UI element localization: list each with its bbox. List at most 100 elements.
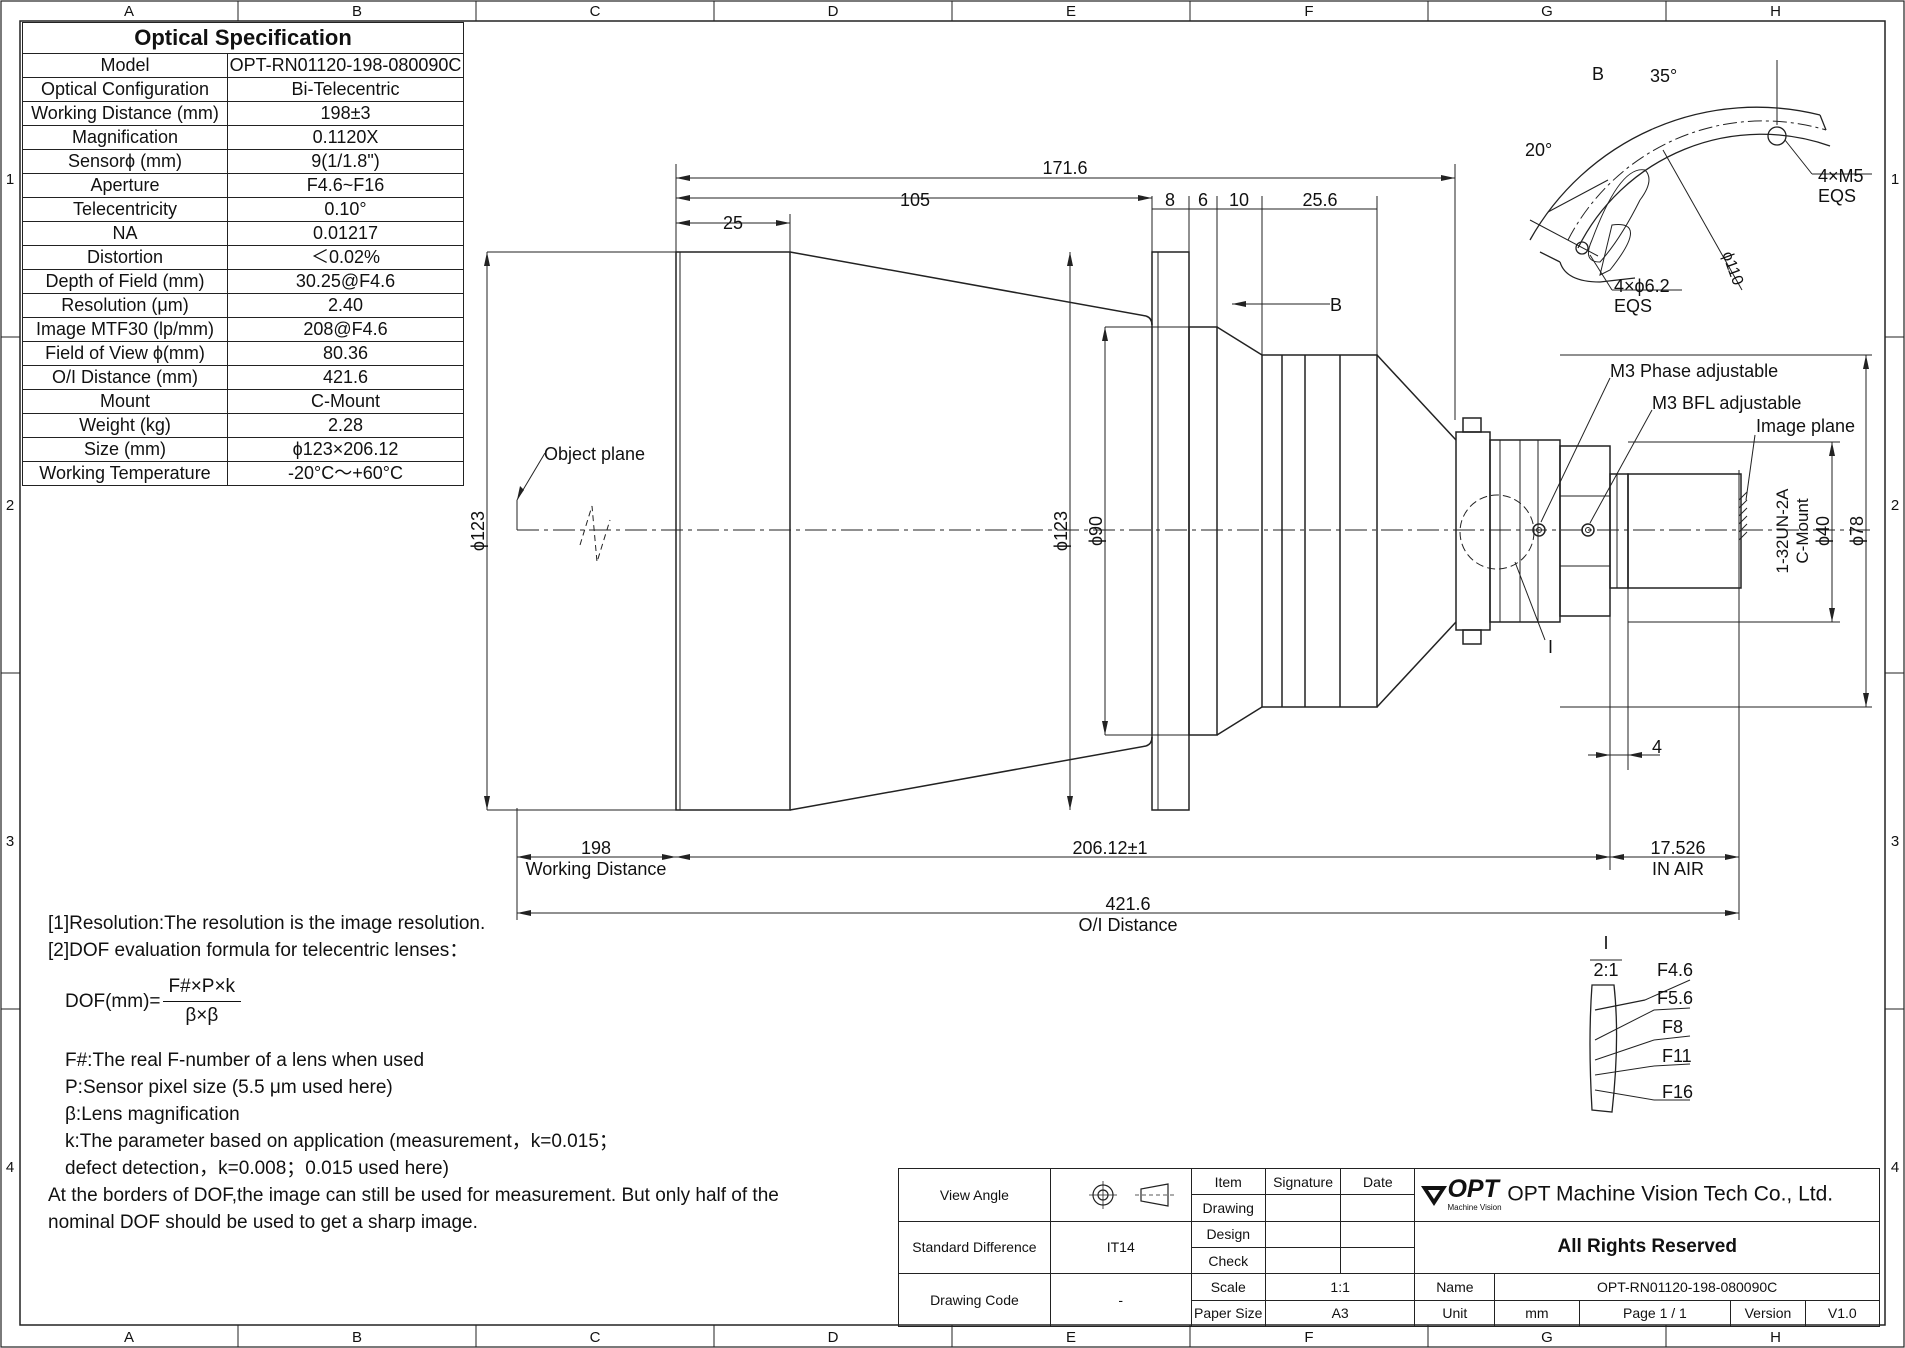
dim-phi123-left: ϕ123 (468, 511, 488, 551)
std-diff-value: IT14 (1049, 1220, 1192, 1275)
spec-value: ＜0.02% (226, 245, 465, 270)
dim-10: 10 (1229, 190, 1249, 210)
spec-row: Weight (kg)2.28 (22, 413, 465, 438)
note-borders-1: At the borders of DOF,the image can stil… (48, 1185, 779, 1206)
spec-label: Sensorϕ (mm) (22, 149, 228, 174)
dim-phi40: ϕ40 (1813, 516, 1833, 546)
image-plane-label: Image plane (1756, 416, 1855, 436)
grid-row-label: 2 (1891, 497, 1899, 514)
spec-row: Depth of Field (mm)30.25@F4.6 (22, 269, 465, 294)
dim-phi123-mid: ϕ123 (1051, 511, 1071, 551)
grid-col-label: E (1066, 1329, 1076, 1346)
m5-holes-label: 4×M5 (1818, 166, 1864, 186)
spec-label: NA (22, 221, 228, 246)
dim-206-12: 206.12±1 (1073, 838, 1148, 858)
arrowheads (484, 175, 1869, 916)
def-magnification: β:Lens magnification (65, 1104, 240, 1125)
drawing-texts: 171.6 105 25 8 6 10 25.6 B Object plane … (468, 64, 1867, 1102)
spec-value: 2.28 (226, 413, 465, 438)
def-k-param: k:The parameter based on application (me… (65, 1131, 618, 1152)
spec-label: Distortion (22, 245, 228, 270)
design-signature (1264, 1220, 1342, 1248)
grid-col-label: C (590, 3, 601, 20)
formula-fraction: F#×P×k β×β (162, 976, 242, 1027)
dof-formula: DOF(mm)= F#×P×k β×β (65, 976, 242, 1027)
object-plane-label: Object plane (544, 444, 645, 464)
dim-105: 105 (900, 190, 930, 210)
spec-value: OPT-RN01120-198-080090C (226, 53, 465, 78)
page-value: 1 / 1 (1659, 1305, 1687, 1322)
grid-col-label: H (1770, 3, 1781, 20)
spec-value: 0.10° (226, 197, 465, 222)
spec-label: Mount (22, 389, 228, 414)
dim-phi90: ϕ90 (1086, 516, 1106, 546)
spec-value: 9(1/1.8") (226, 149, 465, 174)
detail-i-scale: 2:1 (1593, 960, 1618, 980)
formula-definitions: F#:The real F-number of a lens when used… (48, 1047, 779, 1236)
spec-value: 30.25@F4.6 (226, 269, 465, 294)
hole-62-label: 4×ϕ6.2 (1614, 276, 1670, 296)
dim-phi110: ϕ110 (1718, 249, 1746, 287)
cmount-label: C-Mount (1793, 498, 1812, 563)
fstop-f16: F16 (1662, 1082, 1693, 1102)
grid-row-label: 3 (6, 833, 14, 850)
grid-col-label: B (352, 1329, 362, 1346)
grid-row-label: 1 (1891, 171, 1899, 188)
detail-i-title: I (1603, 933, 1608, 953)
spec-label: Model (22, 53, 228, 78)
company-name: OPT Machine Vision Tech Co., Ltd. (1507, 1182, 1834, 1206)
dim-198: 198 (581, 838, 611, 858)
page-cell: Page 1 / 1 (1578, 1299, 1732, 1328)
grid-col-label: G (1541, 3, 1553, 20)
grid-col-label: D (828, 3, 839, 20)
oi-distance-label: O/I Distance (1078, 915, 1177, 935)
spec-row: Distortion＜0.02% (22, 245, 465, 270)
formula-denominator: β×β (185, 1005, 219, 1026)
drawing-signature (1264, 1194, 1342, 1222)
grid-col-label: E (1066, 3, 1076, 20)
item-header: Item (1190, 1167, 1266, 1196)
spec-label: Image MTF30 (lp/mm) (22, 317, 228, 342)
view-angle-label: View Angle (898, 1168, 1051, 1222)
spec-label: O/I Distance (mm) (22, 365, 228, 390)
std-diff-label: Standard Difference (898, 1220, 1051, 1275)
spec-row: O/I Distance (mm)421.6 (22, 365, 465, 390)
check-signature (1264, 1246, 1342, 1275)
dim-25-6: 25.6 (1302, 190, 1337, 210)
spec-label: Field of View ϕ(mm) (22, 341, 228, 366)
spec-row: Field of View ϕ(mm)80.36 (22, 341, 465, 366)
grid-row-label: 4 (1891, 1159, 1899, 1176)
grid-col-label: A (124, 3, 134, 20)
scale-value: 1:1 (1264, 1273, 1416, 1301)
dim-4: 4 (1652, 737, 1662, 757)
spec-value: 0.01217 (226, 221, 465, 246)
spec-value: 421.6 (226, 365, 465, 390)
grid-row-label: 2 (6, 497, 14, 514)
grid-col-label: F (1304, 1329, 1313, 1346)
note-resolution: [1]Resolution:The resolution is the imag… (48, 913, 486, 934)
spec-row: Working Temperature-20°C～+60°C (22, 461, 465, 486)
dim-25: 25 (723, 213, 743, 233)
scale-label: Scale (1190, 1273, 1266, 1301)
spec-label: Working Temperature (22, 461, 228, 486)
grid-col-label: G (1541, 1329, 1553, 1346)
grid-row-label: 1 (6, 171, 14, 188)
working-distance-label: Working Distance (526, 859, 667, 879)
formula-numerator: F#×P×k (162, 976, 242, 1002)
fstop-f5-6: F5.6 (1657, 988, 1693, 1008)
spec-value: Bi-Telecentric (226, 77, 465, 102)
view-b-detail (1529, 60, 1872, 291)
fstop-f8: F8 (1662, 1017, 1683, 1037)
spec-label: Depth of Field (mm) (22, 269, 228, 294)
lens-drawing (516, 251, 1870, 811)
def-k-defect: defect detection，k=0.008；0.015 used here… (65, 1158, 449, 1179)
